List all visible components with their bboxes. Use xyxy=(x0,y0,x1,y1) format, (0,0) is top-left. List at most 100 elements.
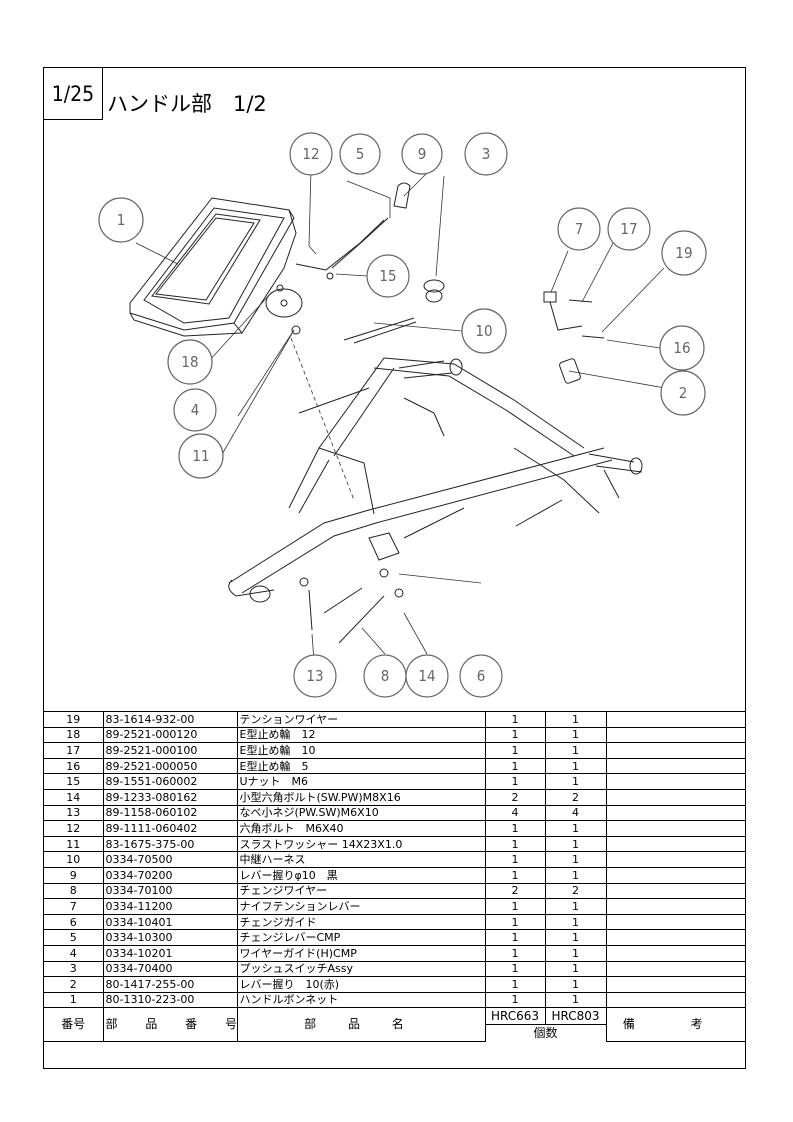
row-number: 2 xyxy=(44,976,104,993)
callout-5: 5 xyxy=(339,133,381,175)
qty-hrc803: 2 xyxy=(544,788,607,806)
part-number: 0334-70500 xyxy=(102,851,238,868)
row-number: 12 xyxy=(44,820,104,837)
remarks xyxy=(605,976,745,993)
svg-text:13: 13 xyxy=(306,667,323,685)
part-number: 0334-10401 xyxy=(102,913,238,931)
svg-text:12: 12 xyxy=(302,145,319,163)
row-number: 7 xyxy=(44,898,104,915)
callout-7: 7 xyxy=(557,207,601,251)
qty-hrc663: 1 xyxy=(484,835,546,853)
row-number: 14 xyxy=(44,788,104,806)
callout-12: 12 xyxy=(289,132,333,176)
row-number: 17 xyxy=(44,742,104,759)
page-number-box: 1/25 xyxy=(44,68,103,120)
remarks xyxy=(605,944,745,962)
part-number: 83-1675-375-00 xyxy=(102,835,238,853)
qty-hrc803: 1 xyxy=(544,944,607,962)
row-number: 10 xyxy=(44,851,104,868)
svg-text:11: 11 xyxy=(192,447,209,465)
header-number: 番号 xyxy=(44,1007,104,1042)
qty-hrc663: 1 xyxy=(484,991,546,1009)
part-name: テンションワイヤー xyxy=(236,711,486,728)
part-number: 0334-10201 xyxy=(102,944,238,962)
callout-16: 16 xyxy=(659,325,705,371)
qty-hrc803: 1 xyxy=(544,835,607,853)
part-name: なべ小ネジ(PW.SW)M6X10 xyxy=(236,804,486,822)
row-number: 5 xyxy=(44,929,104,946)
part-number: 80-1417-255-00 xyxy=(102,976,238,993)
qty-hrc803: 1 xyxy=(544,820,607,837)
part-name: チェンジワイヤー xyxy=(236,882,486,900)
remarks xyxy=(605,804,745,822)
svg-text:7: 7 xyxy=(575,220,584,238)
svg-text:14: 14 xyxy=(418,667,435,685)
qty-hrc803: 1 xyxy=(544,913,607,931)
part-name: E型止め輪 12 xyxy=(236,726,486,744)
part-number: 89-1233-080162 xyxy=(102,788,238,806)
part-name: 小型六角ボルト(SW.PW)M8X16 xyxy=(236,788,486,806)
part-number: 89-1158-060102 xyxy=(102,804,238,822)
qty-hrc803: 2 xyxy=(544,882,607,900)
header-model-b: HRC803 xyxy=(544,1007,607,1026)
qty-hrc663: 1 xyxy=(484,757,546,775)
qty-hrc663: 1 xyxy=(484,960,546,978)
qty-hrc663: 4 xyxy=(484,804,546,822)
part-number: 89-2521-000050 xyxy=(102,757,238,775)
qty-hrc803: 1 xyxy=(544,929,607,946)
callout-6: 6 xyxy=(459,654,503,698)
part-number: 0334-70200 xyxy=(102,866,238,884)
qty-hrc663: 2 xyxy=(484,788,546,806)
row-number: 11 xyxy=(44,835,104,853)
row-number: 3 xyxy=(44,960,104,978)
qty-hrc663: 1 xyxy=(484,773,546,790)
remarks xyxy=(605,742,745,759)
remarks xyxy=(605,866,745,884)
svg-text:16: 16 xyxy=(673,339,690,357)
callout-8: 8 xyxy=(363,654,407,698)
callout-9: 9 xyxy=(401,133,443,175)
qty-hrc663: 1 xyxy=(484,976,546,993)
qty-hrc663: 1 xyxy=(484,726,546,744)
callout-1: 1 xyxy=(98,197,144,243)
callout-3: 3 xyxy=(464,132,508,176)
qty-hrc803: 1 xyxy=(544,991,607,1009)
part-name: 六角ボルト M6X40 xyxy=(236,820,486,837)
callout-14: 14 xyxy=(405,654,449,698)
svg-text:17: 17 xyxy=(620,220,637,238)
svg-text:3: 3 xyxy=(482,145,491,163)
part-name: E型止め輪 10 xyxy=(236,742,486,759)
part-name: レバー握りφ10 黒 xyxy=(236,866,486,884)
part-name: チェンジレバーCMP xyxy=(236,929,486,946)
remarks xyxy=(605,898,745,915)
header-quantity: 個数 xyxy=(485,1024,606,1042)
qty-hrc663: 1 xyxy=(484,742,546,759)
remarks xyxy=(605,913,745,931)
svg-text:5: 5 xyxy=(356,145,365,163)
remarks xyxy=(605,960,745,978)
header-model-a: HRC663 xyxy=(484,1007,546,1026)
row-number: 15 xyxy=(44,773,104,790)
qty-hrc803: 1 xyxy=(544,976,607,993)
callout-18: 18 xyxy=(167,339,213,385)
remarks xyxy=(605,788,745,806)
part-name: プッシュスイッチAssy xyxy=(236,960,486,978)
part-name: 中継ハーネス xyxy=(236,851,486,868)
row-number: 1 xyxy=(44,991,104,1009)
row-number: 4 xyxy=(44,944,104,962)
page-number: 1/25 xyxy=(51,81,95,106)
header-part-number: 部 品 番 号 xyxy=(102,1007,238,1042)
qty-hrc803: 1 xyxy=(544,726,607,744)
part-name: E型止め輪 5 xyxy=(236,757,486,775)
exploded-view-diagram: 1 2 3 4 5 6 7 8 9 10 11 12 13 14 15 16 1… xyxy=(98,132,707,698)
